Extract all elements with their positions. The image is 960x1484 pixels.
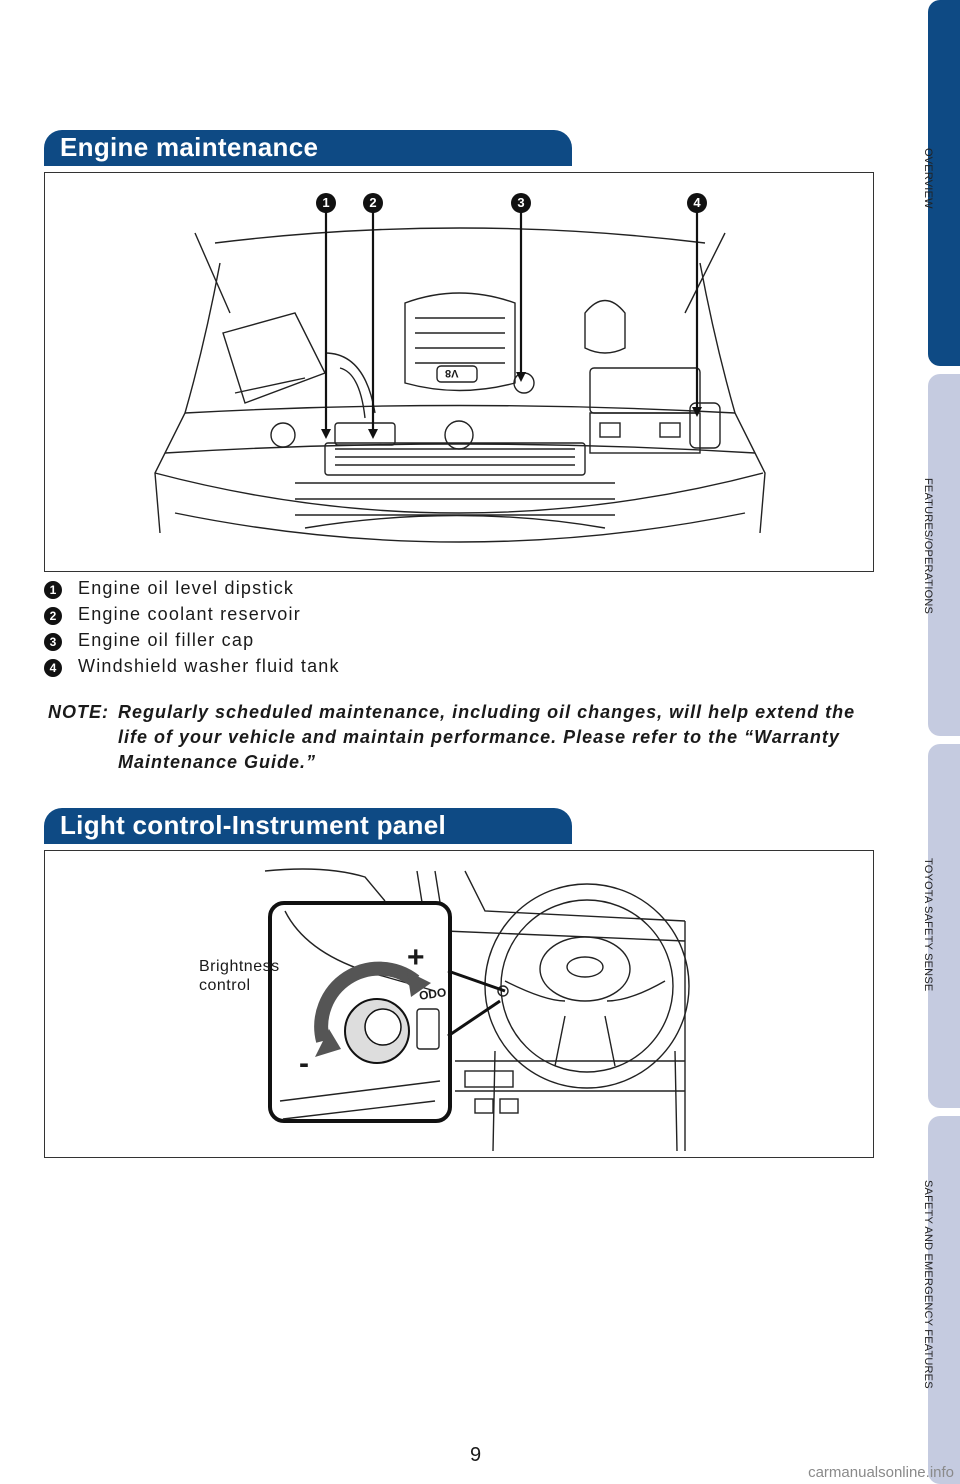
light-section-title: Light control-Instrument panel — [60, 810, 446, 840]
brightness-label-line2: control — [199, 977, 251, 994]
callout-4: 4 — [687, 193, 707, 213]
legend-label: Engine coolant reservoir — [78, 604, 301, 624]
side-tab-features[interactable]: FEATURES/OPERATIONS — [922, 478, 934, 615]
maintenance-note: NOTE: Regularly scheduled maintenance, i… — [48, 700, 878, 775]
instrument-panel-figure: Brightness control + - ODO — [44, 850, 874, 1158]
legend-number: 2 — [44, 607, 62, 625]
note-label: NOTE: — [48, 702, 109, 722]
legend-number: 3 — [44, 633, 62, 651]
side-tab-features-bg[interactable] — [928, 374, 960, 736]
engine-badge: V8 — [445, 367, 459, 379]
side-tab-overview-bg[interactable] — [928, 0, 960, 366]
minus-sign: - — [299, 1047, 309, 1080]
brightness-control-label: Brightness control — [199, 957, 280, 995]
note-text: Regularly scheduled maintenance, includi… — [118, 702, 856, 772]
legend-number: 1 — [44, 581, 62, 599]
instrument-panel-illustration — [264, 868, 690, 1152]
engine-section-title: Engine maintenance — [60, 132, 319, 162]
side-tab-safety-sense-bg[interactable] — [928, 744, 960, 1108]
legend-number: 4 — [44, 659, 62, 677]
watermark: carmanualsonline.info — [808, 1464, 954, 1481]
engine-section-header: Engine maintenance — [44, 130, 572, 166]
legend-label: Windshield washer fluid tank — [78, 656, 340, 676]
side-tab-overview[interactable]: OVERVIEW — [922, 148, 934, 209]
legend-label: Engine oil level dipstick — [78, 578, 295, 598]
legend-label: Engine oil filler cap — [78, 630, 255, 650]
side-tab-safety-sense[interactable]: TOYOTA SAFETY SENSE — [922, 858, 934, 992]
side-tab-emergency[interactable]: SAFETY AND EMERGENCY FEATURES — [922, 1180, 934, 1389]
callout-3: 3 — [511, 193, 531, 213]
plus-sign: + — [407, 941, 425, 974]
page-number: 9 — [470, 1444, 482, 1466]
side-tab-emergency-bg[interactable] — [928, 1116, 960, 1484]
engine-bay-figure: 1 2 3 4 V8 — [44, 172, 874, 572]
engine-bay-illustration — [154, 205, 766, 543]
callout-1: 1 — [316, 193, 336, 213]
callout-2: 2 — [363, 193, 383, 213]
light-section-header: Light control-Instrument panel — [44, 808, 572, 844]
brightness-label-line1: Brightness — [199, 958, 280, 975]
